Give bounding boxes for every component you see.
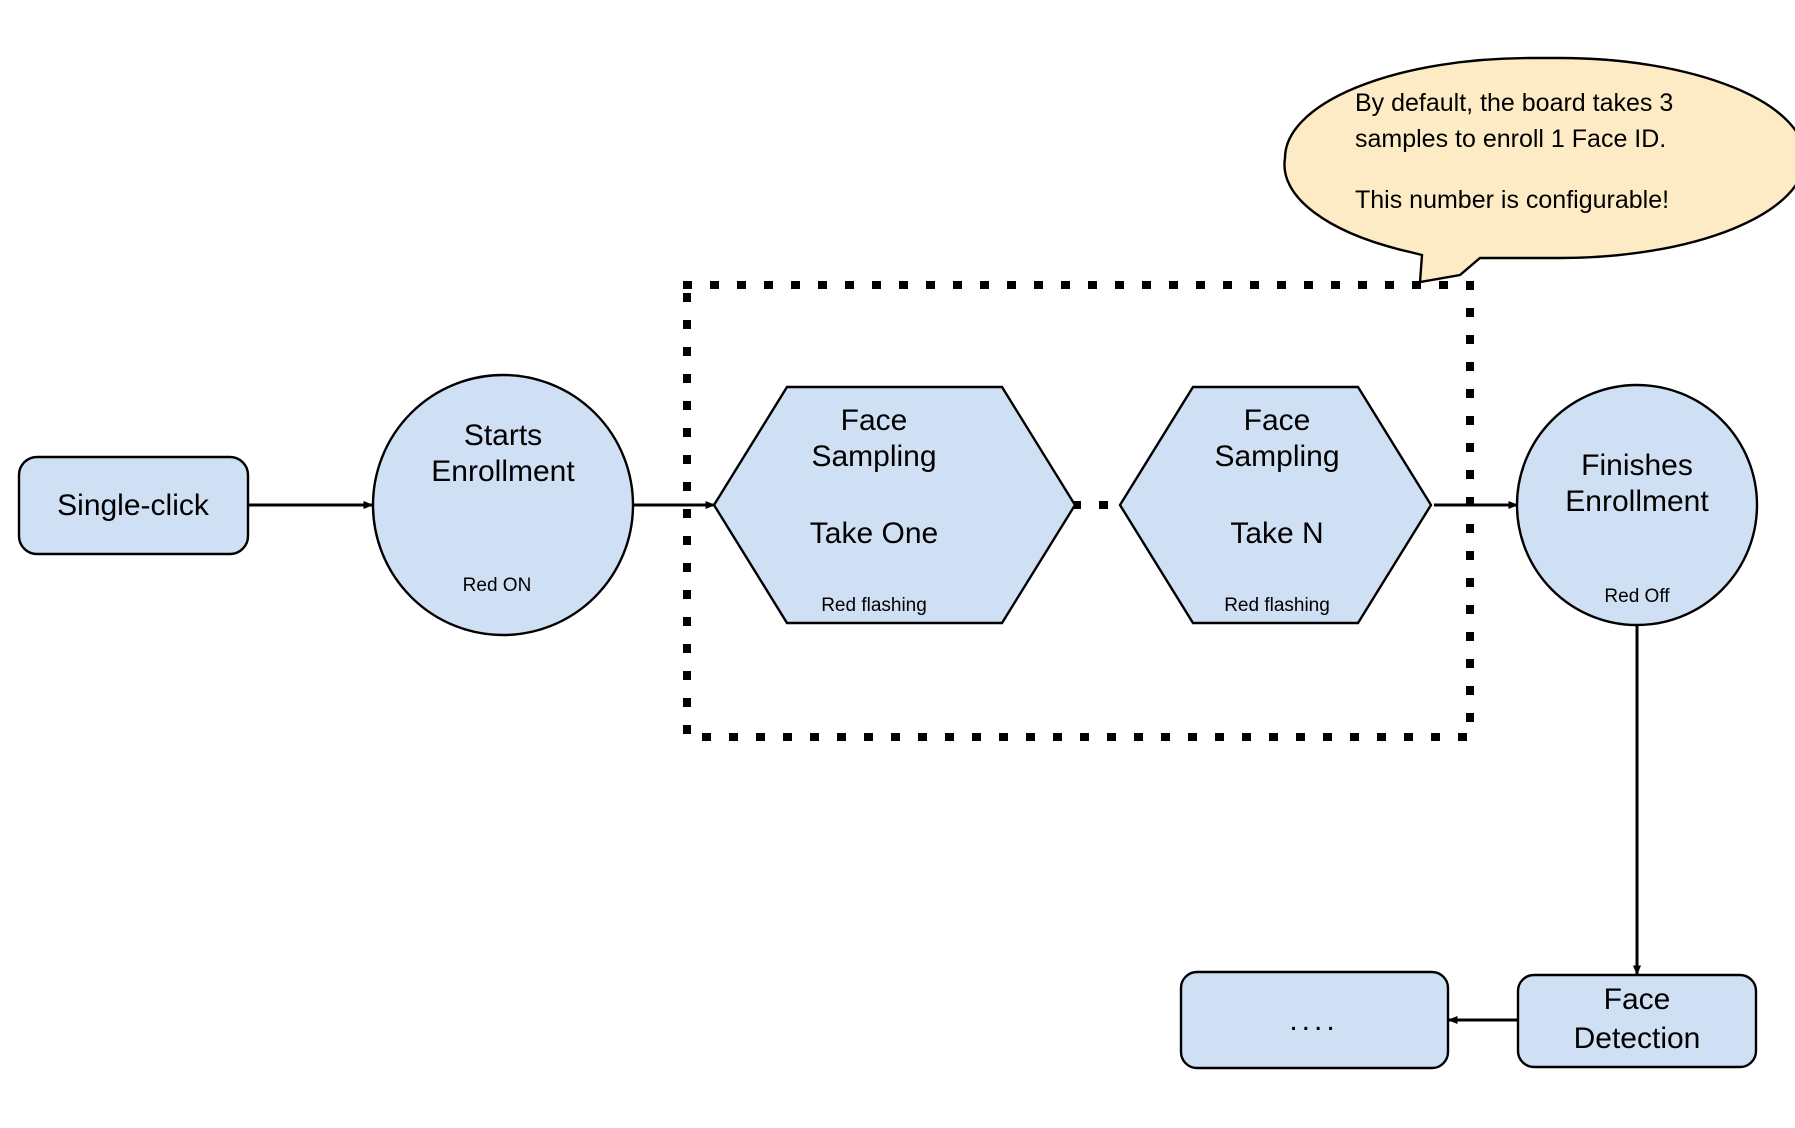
callout-line-1: By default, the board takes 3 [1355,89,1673,117]
finishes-enrollment-status: Red Off [1604,586,1670,607]
face-sampling-one-label-line1: Face [841,404,908,437]
starts-enrollment-circle[interactable] [371,373,635,637]
face-sampling-n-hexagon[interactable] [1118,385,1433,625]
node-single-click[interactable]: Single-click [17,455,250,556]
face-sampling-one-take: Take One [810,517,938,550]
sampling-group-box [683,281,1474,741]
callout-shape [1283,56,1795,284]
node-starts-enrollment[interactable]: Starts Enrollment Red ON [371,373,635,637]
face-sampling-one-label-line2: Sampling [811,440,936,473]
callout-line-2: samples to enroll 1 Face ID. [1355,125,1666,153]
face-detection-label-line2: Detection [1574,1022,1701,1055]
face-sampling-n-status: Red flashing [1224,595,1330,616]
face-sampling-n-label-line2: Sampling [1214,440,1339,473]
callout-balloon: By default, the board takes 3 samples to… [1283,56,1795,284]
finishes-enrollment-label-line2: Enrollment [1565,485,1709,518]
callout-line-3: This number is configurable! [1355,186,1669,214]
starts-enrollment-status: Red ON [463,575,532,596]
node-continuation[interactable]: .... [1179,970,1450,1070]
face-detection-label-line1: Face [1604,983,1671,1016]
node-face-sampling-n[interactable]: Face Sampling Take N Red flashing [1118,385,1433,625]
finishes-enrollment-label-line1: Finishes [1581,449,1693,482]
face-detection-box[interactable] [1516,973,1758,1069]
face-sampling-n-take: Take N [1230,517,1323,550]
face-sampling-one-status: Red flashing [821,595,927,616]
continuation-label: .... [1289,1004,1338,1037]
finishes-enrollment-circle[interactable] [1515,383,1759,627]
starts-enrollment-label-line1: Starts [464,419,542,452]
face-sampling-n-label-line1: Face [1244,404,1311,437]
single-click-label: Single-click [57,489,210,522]
starts-enrollment-label-line2: Enrollment [431,455,575,488]
continuation-box[interactable] [1179,970,1450,1070]
face-sampling-one-hexagon[interactable] [712,385,1077,625]
node-face-detection[interactable]: Face Detection [1516,973,1758,1069]
node-face-sampling-one[interactable]: Face Sampling Take One Red flashing [712,385,1077,625]
single-click-box[interactable] [17,455,250,556]
node-finishes-enrollment[interactable]: Finishes Enrollment Red Off [1515,383,1759,627]
